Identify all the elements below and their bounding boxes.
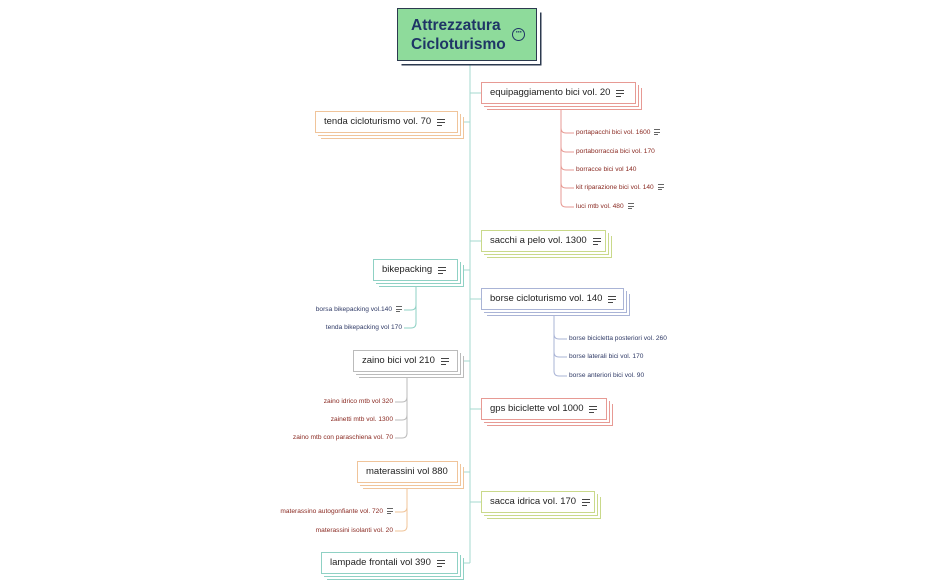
subtopic-label: zaino mtb con paraschiena vol. 70 — [292, 434, 393, 441]
topic-materassini[interactable]: materassini vol 880 — [357, 461, 458, 483]
topic-label: lampade frontali vol 390 — [330, 557, 431, 568]
subtopic-item[interactable]: borse laterali bici vol. 170 — [569, 352, 643, 361]
topic-label: equipaggiamento bici vol. 20 — [490, 87, 611, 98]
note-icon[interactable] — [396, 305, 402, 314]
more-options-icon[interactable]: ··· — [512, 28, 525, 41]
subtopic-connector — [395, 414, 408, 421]
subtopic-label: borsa bikepacking vol.140 — [315, 306, 392, 313]
topic-label: sacca idrica vol. 170 — [490, 496, 577, 507]
subtopic-label: materassini isolanti vol. 20 — [315, 527, 393, 534]
subtopic-label: zainetti mtb vol. 1300 — [330, 416, 393, 423]
subtopic-connector — [553, 333, 567, 340]
subtopic-label: borse bicicletta posteriori vol. 260 — [569, 335, 667, 342]
topic-label: borse cicloturismo vol. 140 — [490, 293, 603, 304]
subtopic-label: borracce bici vol 140 — [576, 166, 637, 173]
topic-borse[interactable]: borse cicloturismo vol. 140 — [481, 288, 624, 310]
subtopic-item[interactable]: materassino autogonfiante vol. 720 — [280, 507, 393, 516]
subtopic-connector — [560, 146, 574, 153]
note-icon[interactable] — [657, 183, 664, 192]
subtopic-item[interactable]: borse anteriori bici vol. 90 — [569, 371, 644, 380]
note-icon[interactable] — [438, 260, 447, 280]
root-title: Attrezzatura Cicloturismo — [411, 17, 506, 53]
subtopic-item[interactable]: tenda bikepacking vol 170 — [326, 323, 402, 332]
subtopic-label: portapacchi bici vol. 1600 — [576, 129, 651, 136]
subtopic-connector — [560, 201, 574, 208]
topic-label: zaino bici vol 210 — [362, 355, 435, 366]
root-topic[interactable]: Attrezzatura Cicloturismo ··· — [397, 8, 537, 61]
note-icon[interactable] — [608, 289, 617, 309]
subtopic-item[interactable]: borse bicicletta posteriori vol. 260 — [569, 334, 667, 343]
subtopic-item[interactable]: materassini isolanti vol. 20 — [316, 526, 393, 535]
note-icon[interactable] — [436, 553, 445, 573]
note-icon[interactable] — [627, 202, 634, 211]
subtopic-label: borse anteriori bici vol. 90 — [569, 372, 645, 379]
subtopic-item[interactable]: kit riparazione bici vol. 140 — [576, 183, 664, 192]
subtopic-item[interactable]: zaino idrico mtb vol 320 — [324, 397, 393, 406]
subtopic-label: materassino autogonfiante vol. 720 — [280, 508, 383, 515]
note-icon[interactable] — [654, 128, 661, 137]
topic-label: tenda cicloturismo vol. 70 — [324, 116, 432, 127]
note-icon[interactable] — [589, 399, 598, 419]
topic-label: materassini vol 880 — [366, 466, 448, 477]
topic-gps[interactable]: gps biciclette vol 1000 — [481, 398, 607, 420]
topic-label: gps biciclette vol 1000 — [490, 403, 584, 414]
note-icon[interactable] — [592, 231, 601, 251]
subtopic-item[interactable]: zainetti mtb vol. 1300 — [331, 415, 393, 424]
subtopic-connector — [395, 506, 408, 513]
note-icon[interactable] — [582, 492, 591, 512]
subtopic-connector — [560, 182, 574, 189]
subtopic-label: kit riparazione bici vol. 140 — [576, 184, 654, 191]
topic-sacchi[interactable]: sacchi a pelo vol. 1300 — [481, 230, 606, 252]
topic-bikepacking[interactable]: bikepacking — [373, 259, 458, 281]
subtopic-connector — [395, 525, 408, 532]
subtopic-connector — [395, 432, 408, 439]
subtopic-connector — [395, 396, 408, 403]
topic-sacca[interactable]: sacca idrica vol. 170 — [481, 491, 595, 513]
subtopic-item[interactable]: portapacchi bici vol. 1600 — [576, 128, 661, 137]
note-icon[interactable] — [437, 112, 446, 132]
subtopic-item[interactable]: borracce bici vol 140 — [576, 165, 636, 174]
subtopic-label: portaborraccia bici vol. 170 — [576, 148, 655, 155]
subtopic-label: borse laterali bici vol. 170 — [569, 353, 644, 360]
subtopic-label: zaino idrico mtb vol 320 — [323, 398, 393, 405]
subtopic-connector — [560, 127, 574, 134]
subtopic-connector — [404, 322, 417, 329]
note-icon[interactable] — [440, 351, 449, 371]
topic-zaino[interactable]: zaino bici vol 210 — [353, 350, 458, 372]
subtopic-label: luci mtb vol. 480 — [576, 203, 624, 210]
subtopic-item[interactable]: borsa bikepacking vol.140 — [316, 305, 402, 314]
note-icon[interactable] — [616, 83, 625, 103]
note-icon[interactable] — [387, 507, 393, 516]
subtopic-connector — [553, 370, 567, 377]
subtopic-connector — [404, 304, 417, 311]
subtopic-connector — [553, 351, 567, 358]
topic-label: bikepacking — [382, 264, 433, 275]
topic-lampade[interactable]: lampade frontali vol 390 — [321, 552, 458, 574]
subtopic-connector — [560, 164, 574, 171]
topic-tenda[interactable]: tenda cicloturismo vol. 70 — [315, 111, 458, 133]
subtopic-item[interactable]: luci mtb vol. 480 — [576, 202, 634, 211]
topic-equip[interactable]: equipaggiamento bici vol. 20 — [481, 82, 636, 104]
subtopic-label: tenda bikepacking vol 170 — [325, 324, 402, 331]
subtopic-item[interactable]: zaino mtb con paraschiena vol. 70 — [293, 433, 393, 442]
subtopic-item[interactable]: portaborraccia bici vol. 170 — [576, 147, 655, 156]
topic-label: sacchi a pelo vol. 1300 — [490, 235, 587, 246]
